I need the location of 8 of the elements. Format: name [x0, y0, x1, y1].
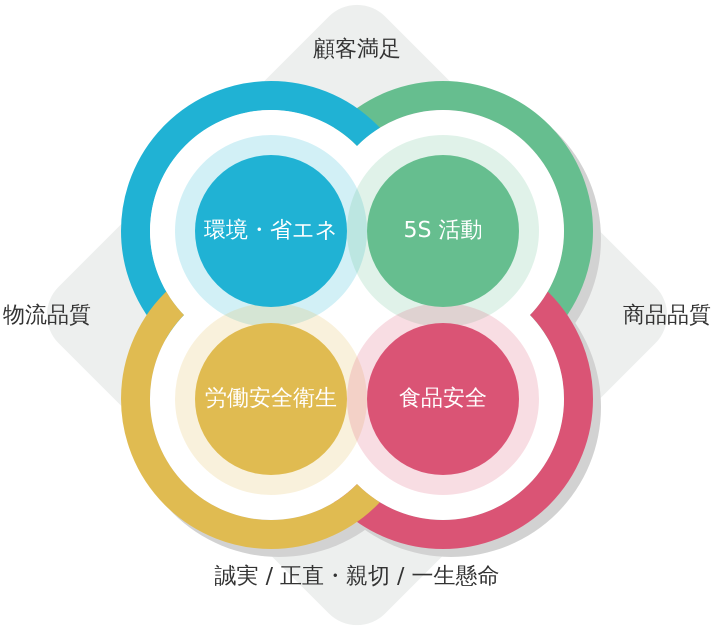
topic-label: 食品安全 [399, 386, 487, 412]
category-label: 顧客満足 [313, 36, 401, 64]
category-label: 物流品質 [3, 302, 91, 330]
topic-label: 労働安全衛生 [205, 386, 337, 412]
topic-label: 環境・省エネ [204, 218, 338, 244]
topic-label: 5S 活動 [404, 218, 482, 244]
category-label: 商品品質 [623, 302, 711, 330]
category-label: 誠実 / 正直・親切 / 一生懸命 [214, 564, 500, 590]
